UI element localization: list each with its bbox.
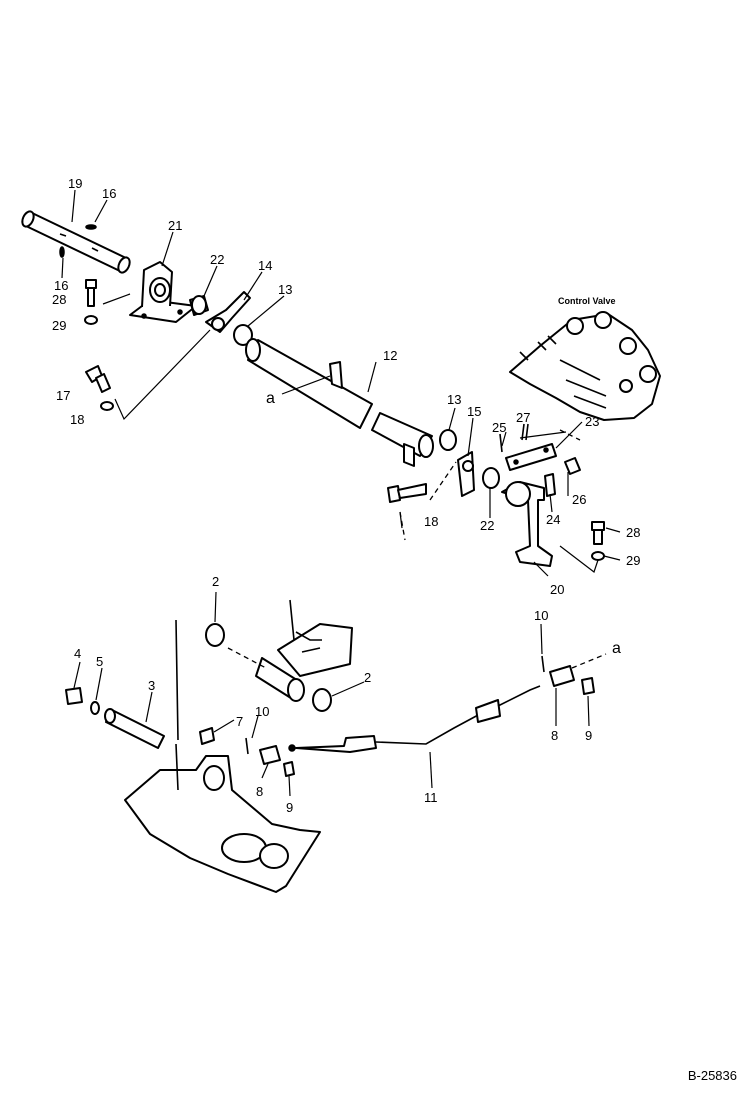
pedal [255,623,353,702]
bolt-24 [544,473,556,497]
callout-5: 5 [96,654,103,669]
callout-22: 22 [210,252,224,267]
base-frame [124,619,321,893]
callout-9: 9 [585,728,592,743]
clip-7 [199,727,215,745]
washer-18-left [100,401,114,411]
callout-10: 10 [534,608,548,623]
bush-2-upper [205,623,225,647]
callout-11: 11 [424,790,438,805]
callout-14: 14 [258,258,272,273]
callout-20: 20 [550,582,564,597]
callout-8: 8 [256,784,263,799]
bolt-28-left [85,279,97,307]
bracket-21 [129,261,197,323]
callout-17: 17 [56,388,70,403]
bolt-17 [85,365,111,393]
bolt-9-left [283,761,295,777]
washer-29-right [591,551,605,561]
arm-14 [205,291,251,333]
bush-13-right [439,429,457,451]
pin-3 [104,708,165,749]
bush-13-left [233,324,253,346]
callout-18: 18 [70,412,84,427]
callout-7: 7 [236,714,243,729]
bracket-20 [501,481,553,567]
arm-15 [457,451,475,497]
reference-letter-a-upper: a [266,390,275,407]
clevis-8-left [259,745,281,765]
callout-10: 10 [255,704,269,719]
callout-16: 16 [102,186,116,201]
washer-5 [90,701,100,715]
callout-4: 4 [74,646,81,661]
callout-8: 8 [551,728,558,743]
clevis-8-right [549,665,575,687]
callout-16: 16 [54,278,68,293]
reference-letter-a-lower: a [612,640,621,657]
callout-25: 25 [492,420,506,435]
bolt-9-right [581,677,595,695]
bush-2-right [312,688,332,712]
washer-29-left [84,315,98,325]
control-valve-label: Control Valve [558,296,616,306]
control-valve [509,311,661,421]
callout-13: 13 [278,282,292,297]
callout-2: 2 [364,670,371,685]
bolt-26 [564,457,581,475]
callout-27: 27 [516,410,530,425]
callout-13: 13 [447,392,461,407]
pin-25 [499,433,503,453]
link-23 [505,443,557,471]
pin-10-right [541,655,545,673]
callout-15: 15 [467,404,481,419]
callout-22: 22 [480,518,494,533]
pin-10-left [245,737,249,755]
callout-2: 2 [212,574,219,589]
bolt-4 [65,687,83,705]
callout-28: 28 [626,525,640,540]
callout-3: 3 [148,678,155,693]
split-pin-16-top [85,224,97,230]
callout-23: 23 [585,414,599,429]
bush-22-left [189,295,209,316]
callout-26: 26 [572,492,586,507]
bolt-28-right [591,521,605,545]
callout-9: 9 [286,800,293,815]
document-number: B-25836 [687,1068,737,1083]
callout-29: 29 [626,553,640,568]
callout-12: 12 [383,348,397,363]
callout-24: 24 [546,512,560,527]
leader-lines [61,189,621,797]
callout-19: 19 [68,176,82,191]
callout-21: 21 [168,218,182,233]
callout-29: 29 [52,318,66,333]
callout-28: 28 [52,292,66,307]
callout-18: 18 [424,514,438,529]
bush-22-right [482,467,500,489]
split-pin-16-bottom [59,246,65,258]
bolt-18-right [387,483,427,503]
lever-shaft-19 [21,210,131,274]
control-cable-11 [288,685,541,753]
